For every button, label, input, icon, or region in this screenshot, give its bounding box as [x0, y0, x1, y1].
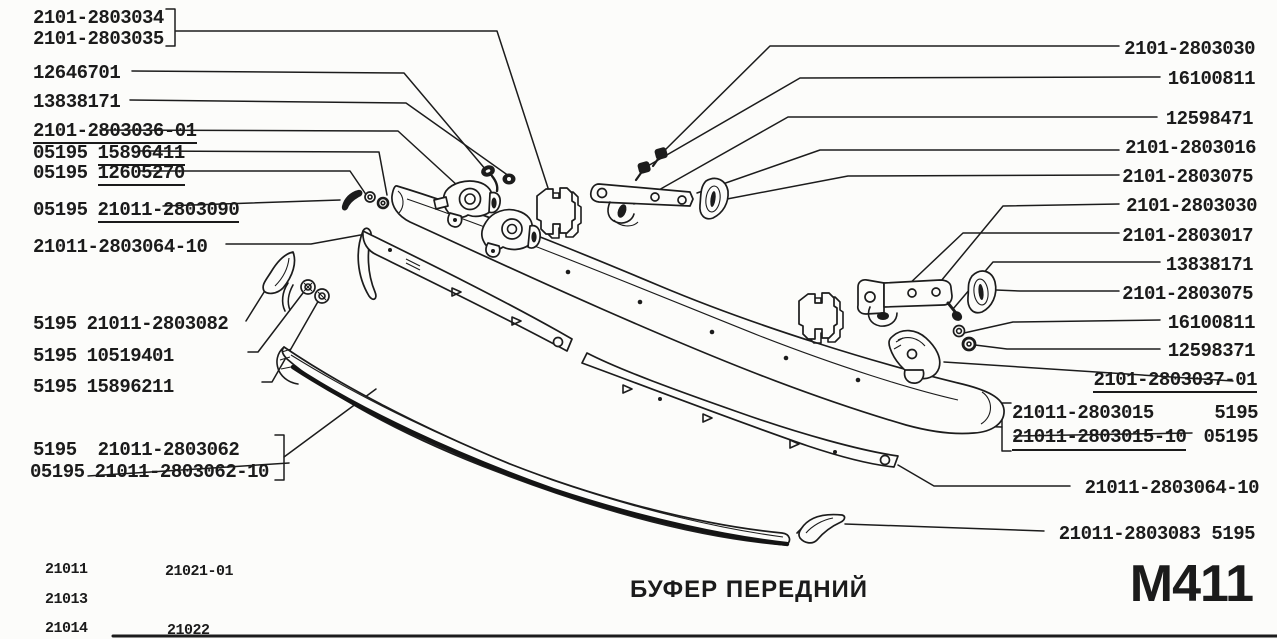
part-label: 2101-2803036-01 [33, 120, 197, 144]
leader-lines [87, 8, 1234, 532]
bumper-main-band [391, 185, 1005, 435]
part-label: 13838171 [33, 91, 121, 113]
part-label: 2101-2803017 [1122, 225, 1253, 247]
sheet-code: М411 [1129, 555, 1254, 613]
center-bracket-1 [433, 180, 501, 228]
bolts-left-of-plate [634, 147, 668, 182]
part-label: 16100811 [1167, 312, 1256, 334]
bumper-strip-right [581, 352, 899, 468]
part-label: 12598371 [1167, 340, 1256, 362]
model-code: 21013 [45, 591, 88, 608]
bumper-trim-band [276, 346, 791, 547]
part-label: 2101-2803030 [1124, 38, 1255, 60]
part-label: 16100811 [1167, 68, 1256, 90]
part-label: 13838171 [1165, 254, 1254, 276]
overrider-and-washers [262, 251, 330, 312]
part-label: 2101-2803037-01 [1093, 369, 1257, 393]
bumper-end-cap [796, 513, 846, 544]
part-label: 12598471 [1165, 108, 1254, 130]
figure-caption: БУФЕР ПЕРЕДНИЙ [630, 576, 869, 603]
bracket-assembly-right [856, 270, 997, 352]
part-label: 2101-2803034 [33, 7, 164, 29]
rubber-buffer-left [536, 187, 582, 239]
center-bracket-2 [480, 208, 541, 258]
part-label: 21011-2803083 5195 [1058, 523, 1256, 545]
part-label: 2101-2803075 [1122, 166, 1253, 188]
part-label: 21011-2803064-10 [1084, 477, 1260, 499]
center-bracket-1-fasteners [481, 165, 516, 193]
rubber-buffer-right [798, 292, 844, 344]
model-code: 21011 [45, 561, 88, 578]
part-label: 2101-2803016 [1125, 137, 1256, 159]
bumper-strip-left [357, 227, 573, 352]
part-label: 12646701 [33, 62, 121, 84]
clip-and-washers-left [341, 189, 390, 211]
part-label: 21011-2803064-10 [33, 236, 208, 258]
cushion-left [699, 177, 729, 220]
lower-bracket-right [888, 329, 941, 384]
model-code: 21022 [167, 622, 210, 639]
part-label: 2101-2803035 [33, 28, 164, 50]
model-code: 21021-01 [165, 563, 234, 580]
part-label: 2101-2803030 [1126, 195, 1257, 217]
bracket-plate-left [589, 183, 694, 227]
part-label: 2101-2803075 [1122, 283, 1253, 305]
model-code: 21014 [45, 620, 88, 637]
